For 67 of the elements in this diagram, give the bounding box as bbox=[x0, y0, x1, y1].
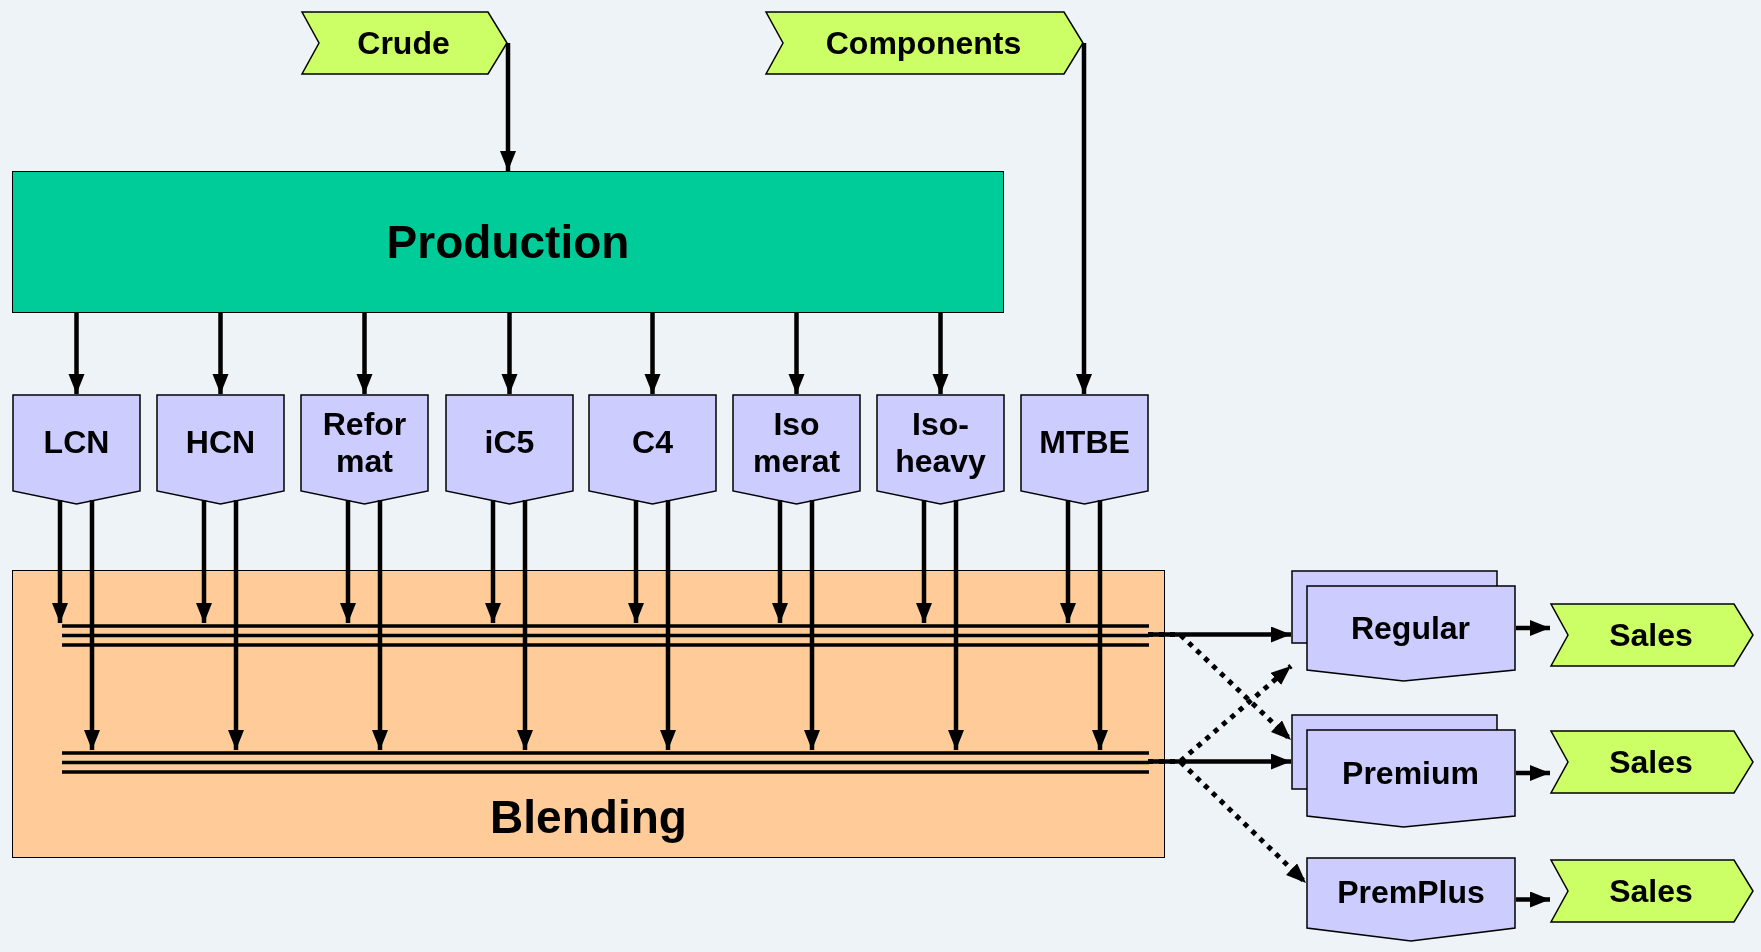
arrow bbox=[84, 500, 100, 750]
arrow bbox=[340, 500, 356, 623]
arrow bbox=[500, 43, 516, 171]
arrow bbox=[228, 500, 244, 750]
node-label: MTBE bbox=[1039, 424, 1130, 461]
arrow bbox=[772, 500, 788, 623]
arrow bbox=[1060, 500, 1076, 623]
node-label: Crude bbox=[357, 24, 450, 62]
arrow bbox=[1516, 891, 1550, 908]
node-label: Blending bbox=[490, 790, 687, 844]
offpage-box bbox=[445, 394, 574, 505]
arrow bbox=[1516, 620, 1550, 636]
node-label: Sales bbox=[1609, 872, 1693, 910]
node-label: Sales bbox=[1609, 743, 1693, 781]
arrow bbox=[485, 500, 501, 623]
arrow bbox=[501, 313, 518, 394]
offpage-box bbox=[12, 394, 141, 505]
header-bar bbox=[62, 751, 1149, 774]
dotted-arrow bbox=[1148, 632, 1293, 742]
node-label: C4 bbox=[632, 424, 673, 461]
offpage-box bbox=[1306, 857, 1516, 942]
node-label: Premium bbox=[1342, 754, 1479, 792]
node-label: Refor mat bbox=[321, 405, 408, 480]
arrow bbox=[804, 500, 820, 750]
chevron-flag bbox=[1550, 859, 1754, 923]
node-label: Iso- heavy bbox=[894, 405, 987, 480]
stacked-box bbox=[1291, 570, 1516, 682]
node-label: Production bbox=[386, 215, 630, 269]
chevron-flag bbox=[301, 11, 508, 75]
header-bar bbox=[62, 624, 1149, 647]
offpage-box bbox=[300, 394, 429, 505]
node-label: PremPlus bbox=[1337, 874, 1485, 911]
arrow bbox=[660, 500, 676, 750]
arrow bbox=[1516, 765, 1550, 781]
node-label: HCN bbox=[185, 424, 256, 461]
node-label: iC5 bbox=[484, 424, 535, 461]
arrow bbox=[932, 313, 949, 394]
node-label: Iso merat bbox=[751, 405, 842, 480]
arrow bbox=[788, 313, 805, 394]
chevron-flag bbox=[1550, 603, 1754, 667]
node-label: LCN bbox=[43, 424, 110, 461]
node-label: Sales bbox=[1609, 616, 1693, 654]
node-label: Regular bbox=[1350, 609, 1471, 647]
arrow bbox=[948, 500, 964, 750]
group-box bbox=[12, 570, 1165, 858]
arrow bbox=[196, 500, 212, 623]
arrow bbox=[517, 500, 533, 750]
arrow bbox=[628, 500, 644, 623]
offpage-box bbox=[1020, 394, 1149, 505]
chevron-flag bbox=[1550, 730, 1754, 794]
node-label: Components bbox=[825, 24, 1022, 62]
offpage-box bbox=[876, 394, 1005, 505]
process-box bbox=[12, 171, 1004, 313]
arrow bbox=[212, 313, 229, 394]
arrow bbox=[68, 313, 85, 394]
offpage-box bbox=[588, 394, 717, 505]
chevron-flag bbox=[765, 11, 1084, 75]
arrow bbox=[356, 313, 373, 394]
arrow bbox=[372, 500, 388, 750]
arrow bbox=[52, 500, 68, 623]
arrow bbox=[1076, 43, 1092, 394]
offpage-box bbox=[732, 394, 861, 505]
offpage-box bbox=[156, 394, 285, 505]
arrow bbox=[1092, 500, 1108, 750]
arrow bbox=[644, 313, 661, 394]
stacked-box bbox=[1291, 714, 1516, 828]
arrow bbox=[916, 500, 932, 623]
